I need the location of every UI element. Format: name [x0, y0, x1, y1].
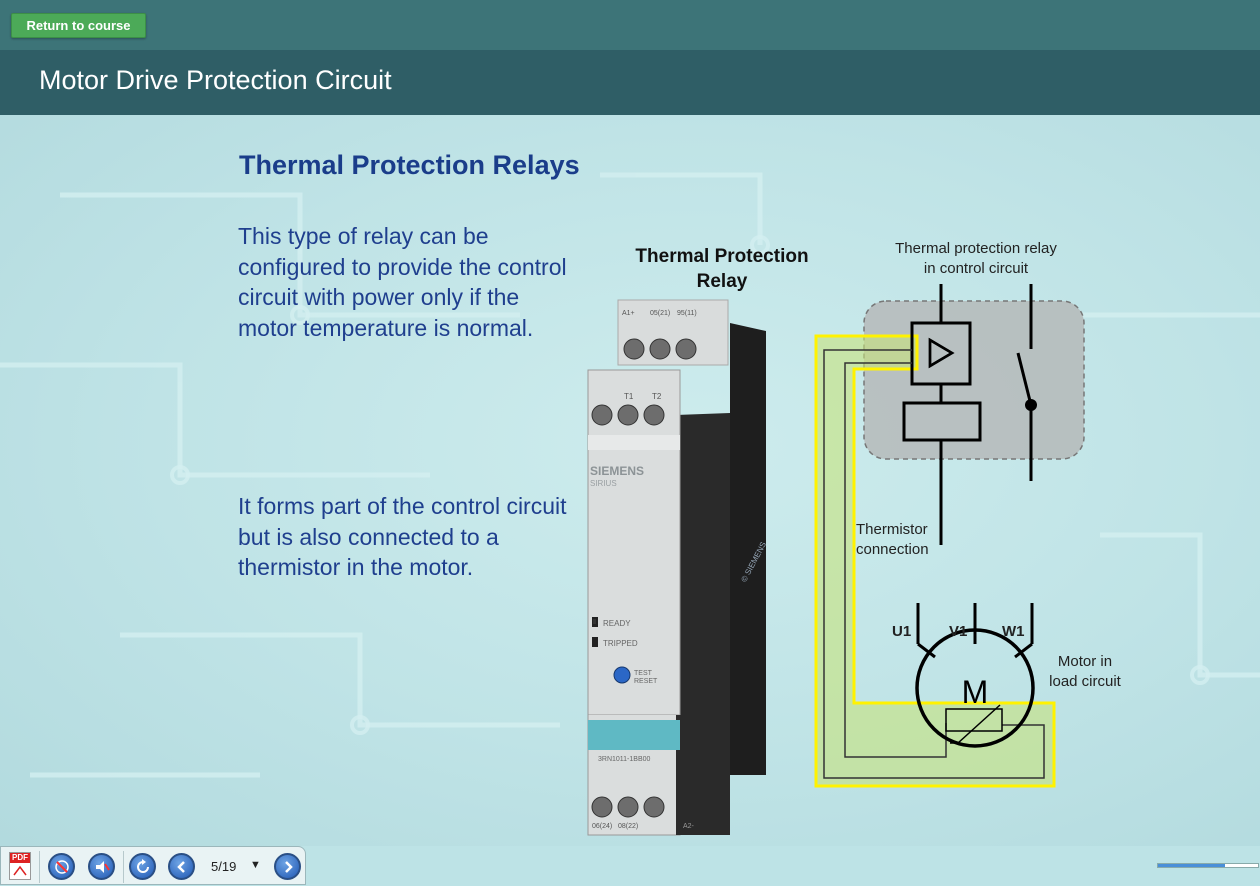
motor-label-line2: load circuit: [1049, 673, 1121, 690]
slide-content: Thermal Protection Relays This type of r…: [0, 115, 1260, 846]
pdf-graphic: [13, 865, 27, 876]
divider: [39, 851, 40, 883]
slide-progress-bar[interactable]: [1157, 863, 1259, 868]
thermistor-loop-overlay: M: [814, 284, 1056, 788]
replay-glyph: [136, 858, 149, 873]
motor-label-line1: Motor in: [1057, 653, 1113, 670]
control-circuit-label-line1: Thermal protection relay: [895, 240, 1057, 257]
control-circuit-label-line2: in control circuit: [923, 260, 1029, 277]
relay-device-image: A1+ 05(21) 95(11) T1 T2 SIEMENS SIRIUS R…: [587, 299, 766, 716]
phase-v1-label: V1: [949, 623, 968, 640]
pdf-icon[interactable]: PDF: [9, 852, 31, 880]
terminal-t2: T2: [652, 392, 662, 401]
thermistor-label-line1: Thermistor: [856, 521, 928, 538]
relay-device-lower: 3RN1011-1BB00 06(24) 08(22) A2-: [587, 715, 766, 836]
next-glyph: [284, 860, 293, 873]
title-bar: Motor Drive Protection Circuit: [0, 50, 1260, 115]
ready-label: READY: [603, 619, 631, 628]
device-model: 3RN1011-1BB00: [598, 756, 651, 763]
previous-glyph: [176, 860, 185, 873]
control-circuit-label: Thermal protection relay in control circ…: [874, 239, 1078, 279]
player-controls: PDF 5/19 ▼: [0, 846, 306, 885]
mute-glyph: [54, 859, 69, 874]
thermistor-label-line2: connection: [856, 541, 929, 558]
terminal-06: 06(24): [592, 823, 612, 830]
terminal-a2: A2-: [683, 823, 695, 830]
terminal-t1: T1: [624, 392, 634, 401]
paragraph-relay-function: This type of relay can be configured to …: [238, 223, 567, 341]
phase-u1-label: U1: [892, 623, 912, 640]
terminal-a1: A1+: [622, 310, 635, 317]
slide-heading: Thermal Protection Relays: [239, 150, 580, 180]
page-indicator: 5/19: [211, 859, 237, 874]
page-title: Motor Drive Protection Circuit: [39, 65, 392, 95]
phase-w1-label: W1: [1002, 623, 1025, 640]
volume-glyph: [95, 860, 110, 873]
player-control-bar: PDF 5/19 ▼: [0, 846, 1260, 886]
device-brand: SIEMENS: [590, 464, 644, 478]
relay-title-line1: Thermal Protection: [635, 246, 809, 267]
circuit-background-decoration: [0, 172, 1260, 778]
reset-label: RESET: [634, 678, 658, 685]
top-bar: Return to course: [0, 0, 1260, 50]
replay-icon[interactable]: [129, 853, 156, 880]
return-to-course-button[interactable]: Return to course: [11, 13, 146, 38]
terminal-95: 95(11): [677, 310, 697, 317]
test-label: TEST: [634, 670, 653, 677]
page-dropdown-arrow[interactable]: ▼: [250, 859, 261, 871]
previous-icon[interactable]: [168, 853, 195, 880]
terminal-08: 08(22): [618, 823, 638, 830]
tripped-label: TRIPPED: [603, 639, 638, 648]
relay-title: Thermal Protection Relay: [612, 244, 832, 294]
paragraph-relay-connection: It forms part of the control circuit but…: [238, 493, 567, 580]
pdf-label: PDF: [10, 853, 30, 863]
slide-progress-fill: [1158, 864, 1225, 867]
relay-title-line2: Relay: [696, 271, 748, 292]
motor-symbol: M: [962, 674, 989, 710]
device-series: SIRIUS: [590, 479, 617, 488]
terminal-05: 05(21): [650, 310, 670, 317]
next-icon[interactable]: [274, 853, 301, 880]
volume-icon[interactable]: [88, 853, 115, 880]
mute-icon[interactable]: [48, 853, 75, 880]
divider: [123, 851, 124, 883]
motor-load-label: Motor in load circuit: [1040, 652, 1130, 692]
thermistor-connection-label: Thermistor connection: [856, 520, 929, 560]
